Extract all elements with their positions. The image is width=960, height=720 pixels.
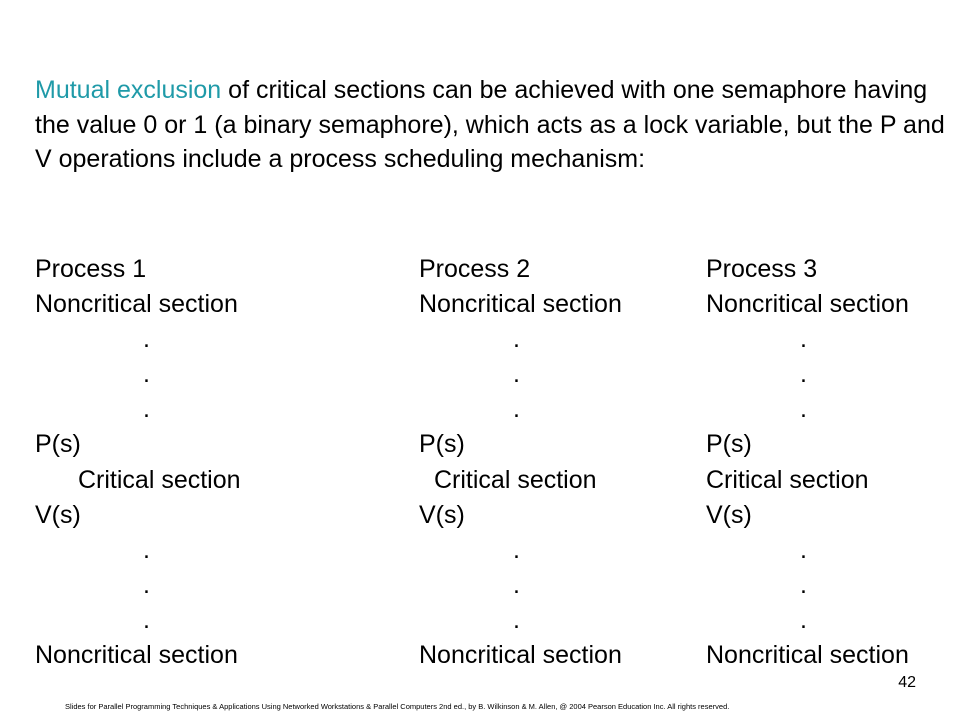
ellipsis-dot: . bbox=[800, 605, 807, 634]
v-operation: V(s) bbox=[706, 500, 752, 529]
noncritical-section-label: Noncritical section bbox=[35, 641, 238, 670]
process-title: Process 3 bbox=[706, 255, 818, 283]
ellipsis-dot: . bbox=[800, 535, 807, 564]
noncritical-section-label: Noncritical section bbox=[706, 641, 909, 670]
ellipsis-dot: . bbox=[513, 535, 520, 564]
noncritical-section-label: Noncritical section bbox=[35, 290, 238, 319]
intro-text: of critical sections can be achieved wit… bbox=[35, 76, 945, 173]
process-title: Process 2 bbox=[419, 255, 531, 283]
process-2-column: Process 2 Noncritical section . . . P(s)… bbox=[419, 252, 622, 673]
ellipsis-dot: . bbox=[800, 325, 807, 354]
noncritical-section-label: Noncritical section bbox=[419, 641, 622, 670]
ellipsis-dot: . bbox=[143, 535, 150, 564]
ellipsis-dot: . bbox=[513, 570, 520, 599]
v-operation: V(s) bbox=[35, 500, 81, 529]
noncritical-section-label: Noncritical section bbox=[706, 290, 909, 319]
ellipsis-dot: . bbox=[800, 395, 807, 424]
ellipsis-dot: . bbox=[143, 570, 150, 599]
footer-credit: Slides for Parallel Programming Techniqu… bbox=[65, 702, 730, 711]
noncritical-section-label: Noncritical section bbox=[419, 290, 622, 319]
p-operation: P(s) bbox=[419, 430, 465, 459]
ellipsis-dot: . bbox=[513, 605, 520, 634]
intro-paragraph: Mutual exclusion of critical sections ca… bbox=[35, 73, 945, 177]
v-operation: V(s) bbox=[419, 500, 465, 529]
ellipsis-dot: . bbox=[513, 325, 520, 354]
ellipsis-dot: . bbox=[800, 570, 807, 599]
ellipsis-dot: . bbox=[143, 325, 150, 354]
ellipsis-dot: . bbox=[513, 395, 520, 424]
p-operation: P(s) bbox=[35, 430, 81, 459]
page-number: 42 bbox=[898, 674, 916, 691]
process-1-column: Process 1 Noncritical section . . . P(s)… bbox=[35, 252, 241, 673]
intro-highlight: Mutual exclusion bbox=[35, 76, 222, 104]
ellipsis-dot: . bbox=[143, 360, 150, 389]
critical-section-label: Critical section bbox=[706, 465, 869, 494]
process-3-column: Process 3 Noncritical section . . . P(s)… bbox=[706, 252, 909, 673]
critical-section-label: Critical section bbox=[434, 465, 597, 494]
ellipsis-dot: . bbox=[143, 605, 150, 634]
ellipsis-dot: . bbox=[800, 360, 807, 389]
ellipsis-dot: . bbox=[513, 360, 520, 389]
process-title: Process 1 bbox=[35, 255, 147, 283]
ellipsis-dot: . bbox=[143, 395, 150, 424]
p-operation: P(s) bbox=[706, 430, 752, 459]
critical-section-label: Critical section bbox=[78, 465, 241, 494]
